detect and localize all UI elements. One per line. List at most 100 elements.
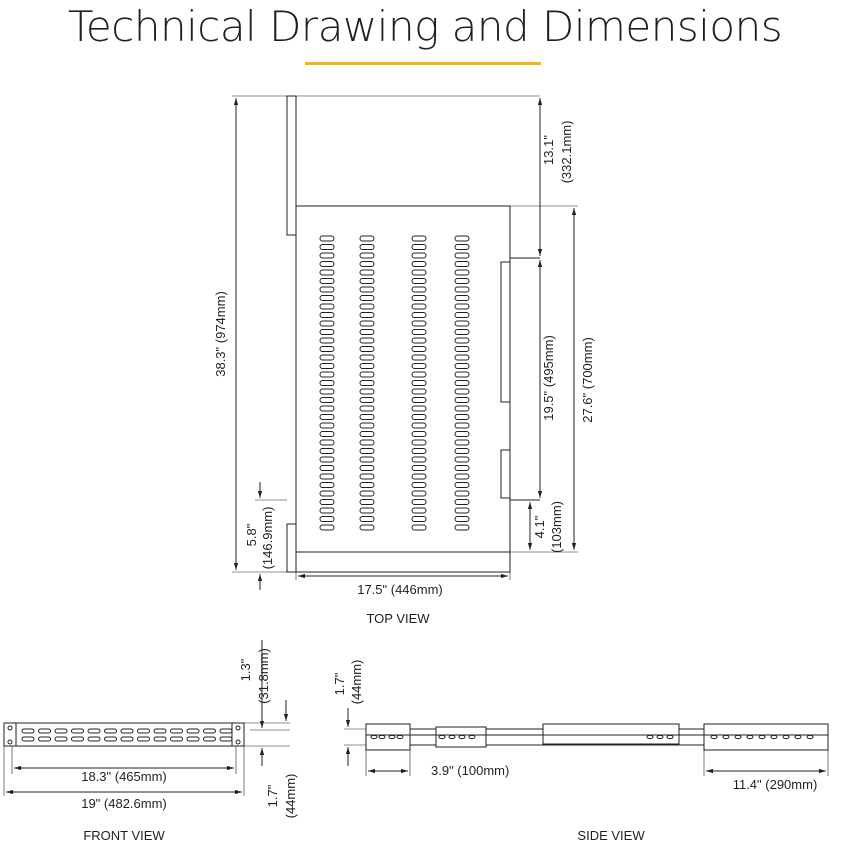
dim-ear-mm: (146.9mm) xyxy=(260,507,275,570)
vent-slot xyxy=(454,312,470,318)
vent-slot xyxy=(411,371,427,378)
vent-slot xyxy=(454,388,470,395)
vent-slot xyxy=(454,405,470,412)
mount-hole xyxy=(782,734,790,740)
vent-slot xyxy=(411,303,427,310)
vent-slot xyxy=(454,354,470,361)
vent-slot xyxy=(454,516,470,522)
mount-hole xyxy=(378,734,386,740)
vent-slot xyxy=(359,507,375,514)
vent-slot xyxy=(71,736,84,742)
vent-slot xyxy=(454,337,470,344)
vent-slot xyxy=(359,252,375,259)
mount-hole xyxy=(758,734,766,740)
vent-slot xyxy=(454,363,470,369)
vent-slot xyxy=(137,728,150,734)
vent-slot xyxy=(454,320,470,327)
vent-slot xyxy=(54,728,68,734)
vent-slot xyxy=(137,736,150,742)
vent-slot xyxy=(319,337,335,344)
vent-slot xyxy=(319,397,335,403)
front-view-label: FRONT VIEW xyxy=(83,828,165,843)
vent-slot xyxy=(454,414,470,420)
top-view-label: TOP VIEW xyxy=(366,611,430,626)
vent-slot xyxy=(359,490,375,497)
dim-front-offset-in: 4.1" xyxy=(532,515,547,538)
vent-slot xyxy=(319,465,335,471)
mount-hole xyxy=(794,734,802,740)
dim-front-offset-mm: (103mm) xyxy=(549,501,564,553)
vent-slot xyxy=(454,456,470,463)
vent-slot xyxy=(319,431,335,437)
vent-slot xyxy=(454,295,470,301)
dim-tray-depth: 27.6" (700mm) xyxy=(580,337,595,423)
vent-slot xyxy=(454,439,470,446)
front-view-right-ear xyxy=(231,722,245,747)
vent-slot xyxy=(319,388,335,395)
vent-slot xyxy=(319,312,335,318)
vent-slot xyxy=(87,736,101,742)
vent-slot xyxy=(411,507,427,514)
vent-slot xyxy=(359,380,375,386)
vent-slot xyxy=(454,269,470,276)
vent-slot xyxy=(411,295,427,301)
vent-slot xyxy=(359,431,375,437)
vent-slot xyxy=(454,465,470,471)
vent-slot xyxy=(411,269,427,276)
vent-slot xyxy=(319,303,335,310)
vent-slot xyxy=(454,278,470,284)
side-view-mount-holes xyxy=(370,734,814,740)
vent-slot xyxy=(319,422,335,429)
vent-slot xyxy=(454,235,470,242)
vent-slot xyxy=(319,371,335,378)
side-view-label: SIDE VIEW xyxy=(577,828,645,843)
vent-slot xyxy=(359,295,375,301)
vent-slot xyxy=(359,261,375,267)
mount-hole xyxy=(458,734,466,740)
side-view: 1.7" (44mm) 3.9" (100mm) 11.4" (290mm) S… xyxy=(332,660,829,843)
mount-hole xyxy=(468,734,476,740)
vent-slot xyxy=(319,439,335,446)
vent-slot xyxy=(411,244,427,250)
vent-slot xyxy=(411,320,427,327)
vent-slot xyxy=(411,286,427,293)
mount-hole xyxy=(722,734,730,740)
vent-slot xyxy=(454,261,470,267)
vent-slot xyxy=(411,516,427,522)
dim-slide-length: 19.5" (495mm) xyxy=(541,335,556,421)
front-dim-height-in: 1.7" xyxy=(265,784,280,807)
vent-slot xyxy=(359,499,375,505)
vent-slot xyxy=(319,252,335,259)
vent-slot xyxy=(411,524,427,531)
side-dim-rear-bracket: 11.4" (290mm) xyxy=(733,777,818,792)
side-dim-height-in: 1.7" xyxy=(332,672,347,695)
vent-slot xyxy=(454,380,470,386)
vent-slot xyxy=(170,736,183,742)
dim-ear-in: 5.8" xyxy=(244,523,259,546)
side-view-slide-mount-mid xyxy=(542,723,680,745)
vent-slot xyxy=(219,728,233,734)
vent-slot xyxy=(319,456,335,463)
vent-slot xyxy=(186,728,200,734)
top-view-slide-rail-upper xyxy=(500,261,511,403)
vent-slot xyxy=(454,329,470,335)
vent-slot xyxy=(319,261,335,267)
mount-hole xyxy=(438,734,446,740)
vent-slot xyxy=(21,728,35,734)
vent-slot xyxy=(411,422,427,429)
vent-slot xyxy=(359,388,375,395)
vent-slot xyxy=(319,329,335,335)
vent-slot xyxy=(359,278,375,284)
mount-hole xyxy=(746,734,754,740)
vent-slot xyxy=(454,252,470,259)
mount-hole xyxy=(666,734,674,740)
vent-slot xyxy=(186,736,200,742)
vent-slot xyxy=(104,728,117,734)
vent-slot xyxy=(38,728,51,734)
vent-slot xyxy=(319,414,335,420)
side-view-slide-mount-front xyxy=(435,726,487,748)
vent-slot xyxy=(454,482,470,488)
vent-slot xyxy=(319,490,335,497)
vent-slot xyxy=(319,235,335,242)
vent-slot xyxy=(411,380,427,386)
